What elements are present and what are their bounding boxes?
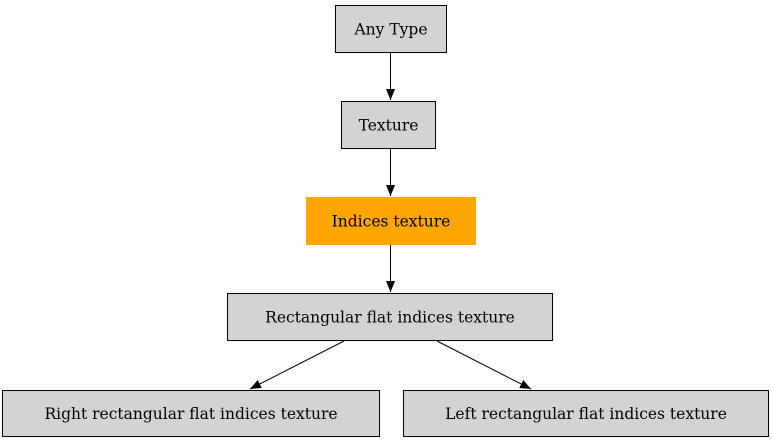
node-any-type-box <box>335 5 447 53</box>
node-left-rectangular-flat-label: Left rectangular flat indices texture <box>445 405 727 423</box>
edge-rectangular-to-left <box>436 340 532 390</box>
node-indices-texture-label: Indices texture <box>332 213 451 231</box>
node-texture-label: Texture <box>359 117 419 135</box>
node-texture: Texture <box>341 101 436 149</box>
node-any-type-label: Any Type <box>353 21 427 39</box>
node-any-type: Any Type <box>335 5 447 53</box>
edges-layer <box>249 52 532 390</box>
node-rectangular-flat-label: Rectangular flat indices texture <box>265 309 515 327</box>
node-right-rectangular-flat-box <box>2 390 380 437</box>
node-right-rectangular-flat: Right rectangular flat indices texture <box>2 390 380 437</box>
node-rectangular-flat: Rectangular flat indices texture <box>227 293 553 341</box>
node-indices-texture: Indices texture <box>306 197 476 245</box>
node-texture-box <box>341 101 436 149</box>
edge-rectangular-to-right <box>249 340 345 390</box>
node-rectangular-flat-box <box>227 293 553 341</box>
node-indices-texture-box <box>306 197 476 245</box>
node-right-rectangular-flat-label: Right rectangular flat indices texture <box>44 405 337 423</box>
node-left-rectangular-flat-box <box>403 390 769 437</box>
node-left-rectangular-flat: Left rectangular flat indices texture <box>403 390 769 437</box>
